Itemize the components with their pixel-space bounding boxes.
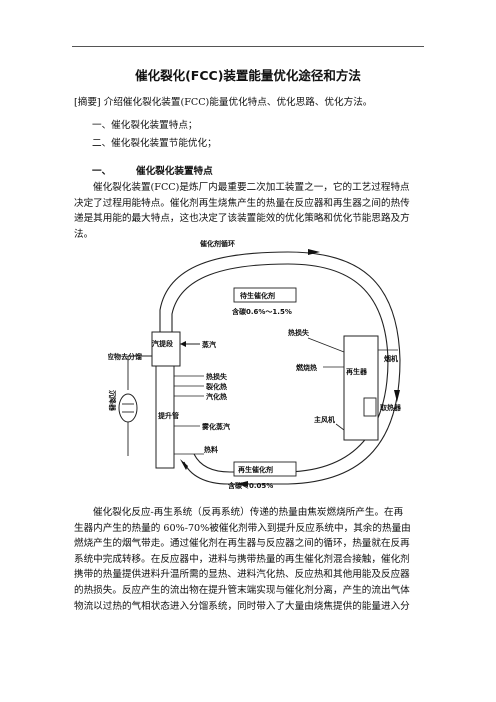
blower-pointer bbox=[335, 423, 345, 431]
toc-item-1: 一、催化裂化装置特点； bbox=[92, 120, 198, 131]
flow-arrow-icon bbox=[308, 249, 320, 255]
para2-line: 系统中完成转移。在反应器中，进料与携带热量的再生催化剂混合接触，催化剂 bbox=[74, 553, 410, 565]
arrow-icon bbox=[180, 341, 186, 347]
flow-arrow-icon bbox=[180, 459, 188, 470]
heat-exchanger-symbol bbox=[118, 393, 138, 423]
riser-reactor bbox=[155, 365, 175, 469]
label-riser: 提升管 bbox=[157, 411, 179, 420]
label-settler: 沉降器 bbox=[108, 390, 117, 412]
label-steam: 蒸汽 bbox=[202, 340, 216, 349]
label-stripper: 汽提段 bbox=[152, 339, 173, 348]
label-main-blower: 主风机 bbox=[314, 415, 335, 424]
para2-line: 催化裂化反应-再生系统（反再系统）传递的热量由焦炭燃烧所产生。在再 bbox=[93, 507, 404, 518]
label-flue-gas: 烟机 bbox=[384, 354, 398, 363]
para2-line: 燃烧产生的烟气带走。通过催化剂在再生器与反应器之间的循环，热量就在反再 bbox=[74, 538, 410, 550]
abstract: [摘要] 介绍催化裂化装置(FCC)能量优化特点、优化思路、优化方法。 bbox=[74, 97, 373, 108]
section-number: 一、 bbox=[92, 166, 112, 177]
label-regenerator: 再生器 bbox=[346, 367, 368, 376]
fcc-process-diagram: 催化剂循环 待生催化剂 含碳0.6%～1.5% 汽提段 蒸汽 反应物去分馏 提升… bbox=[108, 240, 402, 490]
regen-catalyst-box bbox=[233, 461, 297, 477]
label-heat-loss-top: 热损失 bbox=[288, 328, 310, 337]
heat-loss-pointer bbox=[307, 337, 345, 353]
paragraph-1: 催化裂化装置(FCC)是炼厂内最重要二次加工装置之一，它的工艺过程特点 决定了过… bbox=[74, 180, 424, 242]
label-product-to-fractionator: 反应物去分馏 bbox=[108, 352, 142, 361]
label-feed: 热料 bbox=[204, 445, 218, 454]
label-vaporization-heat: 汽化热 bbox=[206, 392, 227, 401]
document-title: 催化裂化(FCC)装置能量优化途径和方法 bbox=[135, 68, 361, 83]
section-heading: 催化裂化装置特点 bbox=[136, 166, 213, 177]
label-coke-burning: 燃烧热 bbox=[295, 363, 317, 372]
label-heat-loss: 热损失 bbox=[206, 372, 228, 381]
label-catalyst-circulation: 催化剂循环 bbox=[200, 240, 235, 248]
paragraph-2: 催化裂化反应-再生系统（反再系统）传递的热量由焦炭燃烧所产生。在再 生器内产生的… bbox=[74, 505, 424, 614]
para1-line: 决定了过程用能特点。催化剂再生烧焦产生的热量在反应器和再生器之间的热传 bbox=[74, 197, 410, 209]
para1-line: 法。 bbox=[74, 228, 94, 240]
para1-line: 催化裂化装置(FCC)是炼厂内最重要二次加工装置之一，它的工艺过程特点 bbox=[93, 182, 410, 193]
para2-line: 生器内产生的热量的 60%-70%被催化剂带入到提升反应系统中，其余的热量由 bbox=[74, 522, 411, 534]
regenerator-vessel bbox=[343, 335, 379, 441]
label-spent-carbon: 含碳0.6%～1.5% bbox=[232, 307, 292, 316]
para2-line: 物流以过热的气相状态进入分馏系统，同时带入了大量由烧焦提供的能量进入分 bbox=[74, 600, 410, 612]
label-regen-catalyst: 再生催化剂 bbox=[238, 465, 273, 474]
para2-line: 的热损失。反应产生的流出物在提升管末端实现与催化剂分离，产生的流出气体 bbox=[74, 584, 410, 596]
label-heat-remover: 取热器 bbox=[380, 403, 402, 412]
flow-arrow-icon bbox=[394, 390, 400, 402]
para2-line: 携带的热量提供进料升温所需的显热、进料汽化热、反应热和其他用能及反应器 bbox=[74, 569, 410, 581]
label-regen-carbon: 含碳＜0.05% bbox=[228, 481, 273, 490]
para1-line: 递是其用能的最大特点，这也决定了该装置能效的优化策略和优化节能思路及方 bbox=[74, 213, 410, 225]
stripper-vessel bbox=[151, 331, 181, 367]
header-rule bbox=[72, 46, 424, 47]
heat-remover-box bbox=[363, 397, 377, 417]
spent-catalyst-box bbox=[233, 287, 297, 303]
circulation-inner-line bbox=[171, 263, 389, 473]
label-cracking-heat: 裂化热 bbox=[205, 382, 227, 391]
toc-item-2: 二、催化裂化装置节能优化； bbox=[92, 138, 217, 149]
label-atomizing-steam: 雾化蒸汽 bbox=[201, 422, 230, 431]
flow-arrow-icon bbox=[236, 481, 248, 487]
label-spent-catalyst: 待生催化剂 bbox=[240, 291, 275, 300]
